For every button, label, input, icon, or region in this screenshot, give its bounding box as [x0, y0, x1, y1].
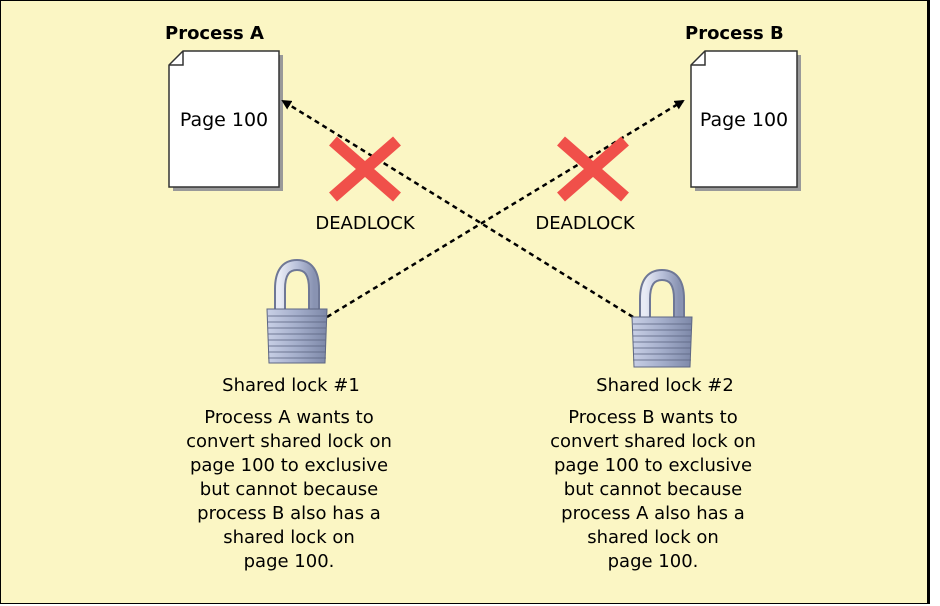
page-a-document-icon	[168, 50, 283, 191]
description-line: page 100 to exclusive	[553, 455, 753, 476]
shared-lock-1-title: Shared lock #1	[222, 375, 360, 396]
description-line: Process B wants to	[568, 407, 738, 428]
shared-lock-1-padlock-icon	[266, 258, 328, 364]
process-b-title: Process B	[685, 23, 784, 44]
arrow-lock1-to-page-b	[326, 99, 685, 319]
description-line: process A also has a	[561, 503, 745, 524]
description-line: convert shared lock on	[550, 431, 756, 452]
process-a-title: Process A	[165, 23, 264, 44]
page-a-label: Page 100	[179, 109, 269, 131]
description-line: Process A wants to	[204, 407, 374, 428]
description-line: page 100 to exclusive	[189, 455, 389, 476]
description-line: page 100.	[607, 551, 699, 572]
deadlock-left-x-mark-icon	[329, 136, 401, 202]
page-b-label: Page 100	[699, 109, 789, 131]
description-line: shared lock on	[223, 527, 355, 548]
description-line: page 100.	[243, 551, 335, 572]
description-line: but cannot because	[563, 479, 743, 500]
page-b-document-icon	[690, 50, 801, 191]
deadlock-right-x-mark-icon	[557, 136, 629, 202]
shared-lock-2-title: Shared lock #2	[596, 375, 734, 396]
process-b-description: Process B wants to convert shared lock o…	[533, 406, 773, 574]
arrow-lock2-to-page-a	[281, 99, 634, 319]
description-line: process B also has a	[197, 503, 381, 524]
deadlock-right-label: DEADLOCK	[535, 213, 635, 234]
description-line: but cannot because	[199, 479, 379, 500]
description-line: shared lock on	[587, 527, 719, 548]
process-a-description: Process A wants to convert shared lock o…	[169, 406, 409, 574]
deadlock-left-label: DEADLOCK	[315, 213, 415, 234]
description-line: convert shared lock on	[186, 431, 392, 452]
shared-lock-2-padlock-icon	[631, 268, 693, 368]
